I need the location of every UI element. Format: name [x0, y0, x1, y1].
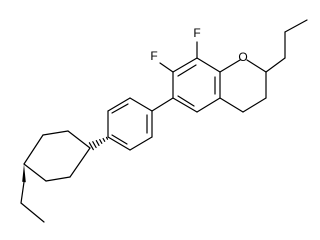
bond — [159, 62, 174, 73]
bond — [23, 134, 44, 165]
cyclohexane-ring — [23, 130, 91, 182]
biaryl-bond — [151, 97, 174, 112]
wedge-hash — [88, 142, 94, 151]
bond — [23, 163, 47, 182]
bond — [45, 176, 71, 182]
fluorine-label-top: F — [193, 26, 200, 40]
double-bond — [111, 134, 128, 145]
bond — [20, 181, 25, 204]
fluorine-bonds — [159, 41, 198, 73]
wedge-hash — [95, 140, 100, 146]
bond — [42, 130, 69, 136]
bond — [107, 136, 131, 151]
bond — [219, 59, 241, 73]
dihydropyran-ring — [219, 59, 267, 113]
hashed-wedge-bond — [88, 136, 109, 151]
bond — [172, 57, 198, 73]
wedge-hash — [105, 136, 109, 140]
propyl-chain-cyclohexane — [20, 181, 45, 223]
bond — [129, 136, 153, 151]
bond — [129, 97, 153, 112]
bond — [242, 97, 267, 113]
bond — [196, 97, 221, 113]
chroman-benzene-ring — [172, 57, 221, 113]
bold-wedge-bond — [22, 164, 26, 183]
double-bond — [111, 103, 129, 114]
oxygen-label: O — [238, 50, 247, 64]
fluorine-label-left: F — [150, 49, 157, 63]
propyl-chain-chroman — [265, 19, 308, 73]
bond — [265, 57, 286, 73]
bond — [67, 130, 91, 149]
bond — [20, 202, 45, 223]
bond — [219, 97, 244, 113]
phenyl-ring — [107, 97, 153, 151]
bond — [196, 57, 221, 73]
wedge-hash — [99, 139, 103, 144]
bond — [284, 19, 308, 33]
bond — [172, 97, 198, 113]
double-bond — [177, 95, 195, 107]
wedge-hash — [102, 137, 106, 142]
wedge-hash — [92, 141, 97, 149]
bond — [246, 59, 267, 73]
molecule-structure: F F O — [20, 19, 308, 223]
bond — [69, 147, 91, 178]
bond — [107, 97, 131, 112]
double-bond — [177, 64, 197, 77]
